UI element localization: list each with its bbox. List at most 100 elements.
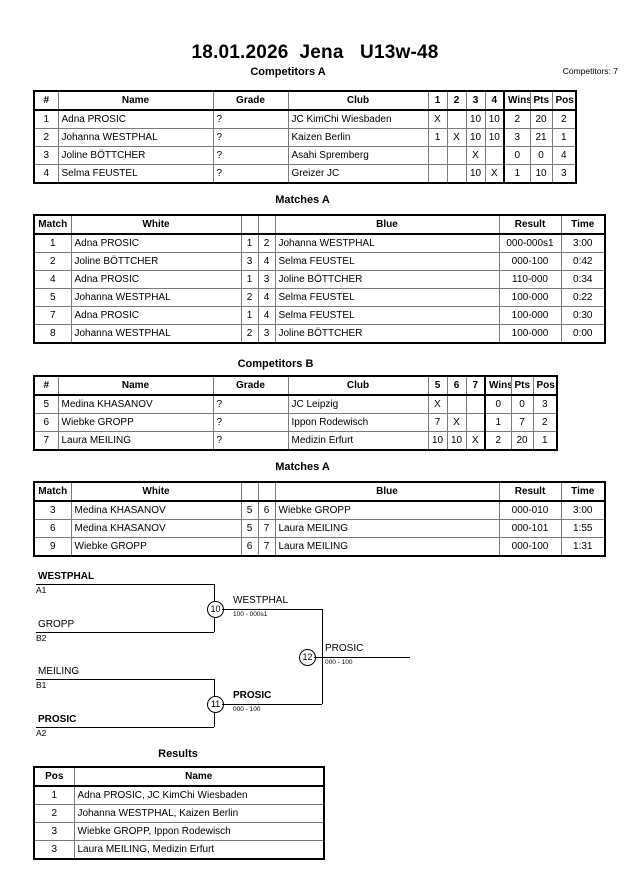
table-row: 6 Wiebke GROPP ? Ippon Rodewisch 7 X 1 7… <box>33 413 558 432</box>
cell-match: 9 <box>33 537 72 557</box>
cell-result: 000-100 <box>498 252 562 271</box>
bracket-entry-seed: A2 <box>36 728 47 738</box>
cell-white: Johanna WESTPHAL <box>70 324 242 344</box>
matches-a-first-table: Match White Blue Result Time 1 Adna PROS… <box>33 214 606 344</box>
cell-club: JC Leipzig <box>287 394 429 414</box>
col-white-number <box>240 214 259 235</box>
cell-result: 110-000 <box>498 270 562 289</box>
cell-number: 3 <box>33 146 59 165</box>
cell-round-5: X <box>427 394 448 414</box>
bracket-semifinal-score: 100 - 000s1 <box>233 611 268 618</box>
table-row: 3 Joline BÖTTCHER ? Asahi Spremberg X 0 … <box>33 146 577 165</box>
table-row: 7 Adna PROSIC 1 4 Selma FEUSTEL 100-000 … <box>33 306 606 325</box>
cell-time: 3:00 <box>560 500 606 520</box>
col-blue-number <box>257 481 276 502</box>
cell-wins: 3 <box>503 128 531 147</box>
cell-match: 5 <box>33 288 72 307</box>
cell-result: 100-000 <box>498 288 562 307</box>
cell-white-number: 1 <box>240 233 259 253</box>
cell-name: Wiebke GROPP <box>57 413 214 432</box>
cell-round-7 <box>465 413 486 432</box>
cell-number: 1 <box>33 109 59 129</box>
col-pos: Pos <box>33 766 75 787</box>
cell-match: 2 <box>33 252 72 271</box>
col-blue: Blue <box>274 481 500 502</box>
cell-round-2: X <box>446 128 467 147</box>
table-row: 8 Johanna WESTPHAL 2 3 Joline BÖTTCHER 1… <box>33 324 606 344</box>
bracket-semifinal-winner: PROSIC <box>233 690 272 701</box>
col-wins: Wins <box>484 375 512 396</box>
section-heading-competitors-b: Competitors B <box>237 358 314 370</box>
cell-round-3: 10 <box>465 109 486 129</box>
cell-pts: 0 <box>529 146 553 165</box>
cell-number: 2 <box>33 128 59 147</box>
cell-match: 1 <box>33 233 72 253</box>
table-row: 7 Laura MEILING ? Medizin Erfurt 10 10 X… <box>33 431 558 451</box>
cell-grade: ? <box>212 146 289 165</box>
table-row: 4 Selma FEUSTEL ? Greizer JC 10 X 1 10 3 <box>33 164 577 184</box>
bracket-connector <box>222 704 322 705</box>
table-row: 9 Wiebke GROPP 6 7 Laura MEILING 000-100… <box>33 537 606 557</box>
bracket-connector <box>314 657 410 658</box>
cell-number: 4 <box>33 164 59 184</box>
cell-round-6 <box>446 394 467 414</box>
cell-match: 7 <box>33 306 72 325</box>
cell-time: 0:30 <box>560 306 606 325</box>
table-row: 5 Medina KHASANOV ? JC Leipzig X 0 0 3 <box>33 394 558 414</box>
cell-pts: 20 <box>529 109 553 129</box>
matches-header-row: Match White Blue Result Time <box>33 481 606 502</box>
results-table: Pos Name 1 Adna PROSIC, JC KimChi Wiesba… <box>33 766 325 860</box>
cell-pts: 21 <box>529 128 553 147</box>
col-name: Name <box>57 90 214 111</box>
col-grade: Grade <box>212 90 289 111</box>
col-round-5: 5 <box>427 375 448 396</box>
cell-club: Ippon Rodewisch <box>287 413 429 432</box>
cell-white: Adna PROSIC <box>70 306 242 325</box>
cell-white-number: 2 <box>240 324 259 344</box>
cell-pos: 1 <box>551 128 577 147</box>
cell-name: Selma FEUSTEL <box>57 164 214 184</box>
cell-result: 100-000 <box>498 306 562 325</box>
bracket-connector <box>36 679 214 680</box>
cell-pos: 2 <box>551 109 577 129</box>
cell-pos: 1 <box>532 431 558 451</box>
competitors-count: Competitors: 7 <box>562 66 618 76</box>
cell-wins: 0 <box>484 394 512 414</box>
cell-blue: Laura MEILING <box>274 519 500 538</box>
col-club: Club <box>287 375 429 396</box>
cell-name: Johanna WESTPHAL <box>57 128 214 147</box>
cell-result: 000-101 <box>498 519 562 538</box>
cell-pts: 10 <box>529 164 553 184</box>
cell-blue: Laura MEILING <box>274 537 500 557</box>
cell-number: 7 <box>33 431 59 451</box>
col-match: Match <box>33 481 72 502</box>
page-title: 18.01.2026 Jena U13w-48 <box>191 42 439 63</box>
cell-match: 8 <box>33 324 72 344</box>
table-row: 1 Adna PROSIC ? JC KimChi Wiesbaden X 10… <box>33 109 577 129</box>
table-row: 2 Johanna WESTPHAL ? Kaizen Berlin 1 X 1… <box>33 128 577 147</box>
cell-time: 0:22 <box>560 288 606 307</box>
cell-round-2 <box>446 146 467 165</box>
section-heading-matches-a-first: Matches A <box>275 194 330 206</box>
bracket-final-score: 000 - 100 <box>325 659 353 666</box>
cell-blue: Johanna WESTPHAL <box>274 233 500 253</box>
cell-blue-number: 3 <box>257 324 276 344</box>
cell-round-1: X <box>427 109 448 129</box>
cell-wins: 2 <box>484 431 512 451</box>
table-row: 4 Adna PROSIC 1 3 Joline BÖTTCHER 110-00… <box>33 270 606 289</box>
bracket-entry-seed: A1 <box>36 585 47 595</box>
cell-time: 1:55 <box>560 519 606 538</box>
cell-pts: 20 <box>510 431 534 451</box>
competitors-a-header-row: # Name Grade Club 1 2 3 4 Wins Pts Pos <box>33 90 577 111</box>
cell-blue-number: 4 <box>257 306 276 325</box>
cell-blue-number: 4 <box>257 252 276 271</box>
cell-blue: Selma FEUSTEL <box>274 288 500 307</box>
col-result: Result <box>498 214 562 235</box>
col-pos: Pos <box>551 90 577 111</box>
bracket-connector <box>36 632 214 633</box>
cell-name: Adna PROSIC <box>57 109 214 129</box>
cell-round-5: 10 <box>427 431 448 451</box>
section-heading-matches-a-second: Matches A <box>275 461 330 473</box>
cell-grade: ? <box>212 431 289 451</box>
cell-pts: 0 <box>510 394 534 414</box>
